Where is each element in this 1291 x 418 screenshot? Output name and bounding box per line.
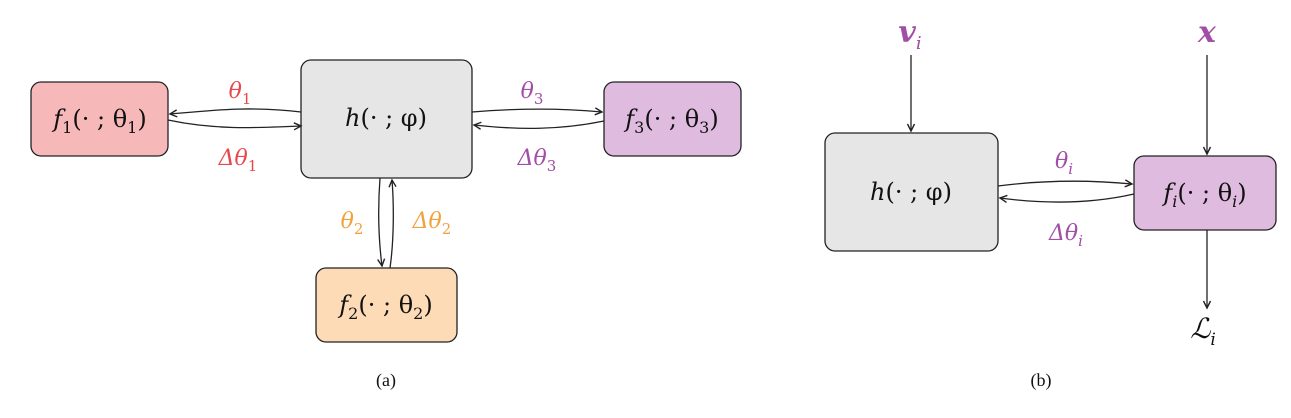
caption-b: (b) <box>1031 370 1052 391</box>
panel-b: h(· ; φ) fi(· ; θi) vi x ℒi θi Δθi (b) <box>824 15 1277 391</box>
theta2-label: θ2 <box>341 209 364 238</box>
arrow-f1-to-h <box>167 119 303 131</box>
f2-label: f2(· ; θ2) <box>337 291 432 323</box>
f3-box <box>603 81 742 157</box>
theta1-label: θ1 <box>229 79 252 108</box>
arrow-h-to-f1 <box>168 108 302 118</box>
dtheta1-label: Δθ1 <box>218 146 258 175</box>
f3-label: f3(· ; θ3) <box>623 105 718 137</box>
arrow-h-to-f2 <box>377 177 386 268</box>
dthetai-label: Δθi <box>1048 221 1083 250</box>
hub-box-a <box>300 59 473 179</box>
arrow-f3-to-h <box>472 120 605 130</box>
vi-label: vi <box>898 15 921 54</box>
hub-label-a: h(· ; φ) <box>345 104 427 132</box>
f2-box <box>315 267 458 343</box>
dtheta3-label: Δθ3 <box>517 146 557 175</box>
hub-label-b: h(· ; φ) <box>870 178 952 206</box>
thetai-label: θi <box>1055 149 1073 178</box>
arrow-h-to-fi <box>997 179 1134 188</box>
f1-box <box>30 81 169 157</box>
hub-box-b <box>824 132 999 252</box>
panel-a: h(· ; φ) f1(· ; θ1) f3(· ; θ3) f2(· ; θ2… <box>30 59 742 391</box>
x-label: x <box>1197 15 1217 50</box>
arrow-fi-to-h <box>998 193 1135 203</box>
arrow-h-to-f3 <box>471 107 604 116</box>
dtheta2-label: Δθ2 <box>412 209 452 238</box>
arrow-f2-to-h <box>388 178 397 269</box>
caption-a: (a) <box>376 370 396 391</box>
theta3-label: θ3 <box>521 79 544 108</box>
fi-box <box>1133 155 1277 231</box>
loss-label: ℒi <box>1190 312 1216 350</box>
